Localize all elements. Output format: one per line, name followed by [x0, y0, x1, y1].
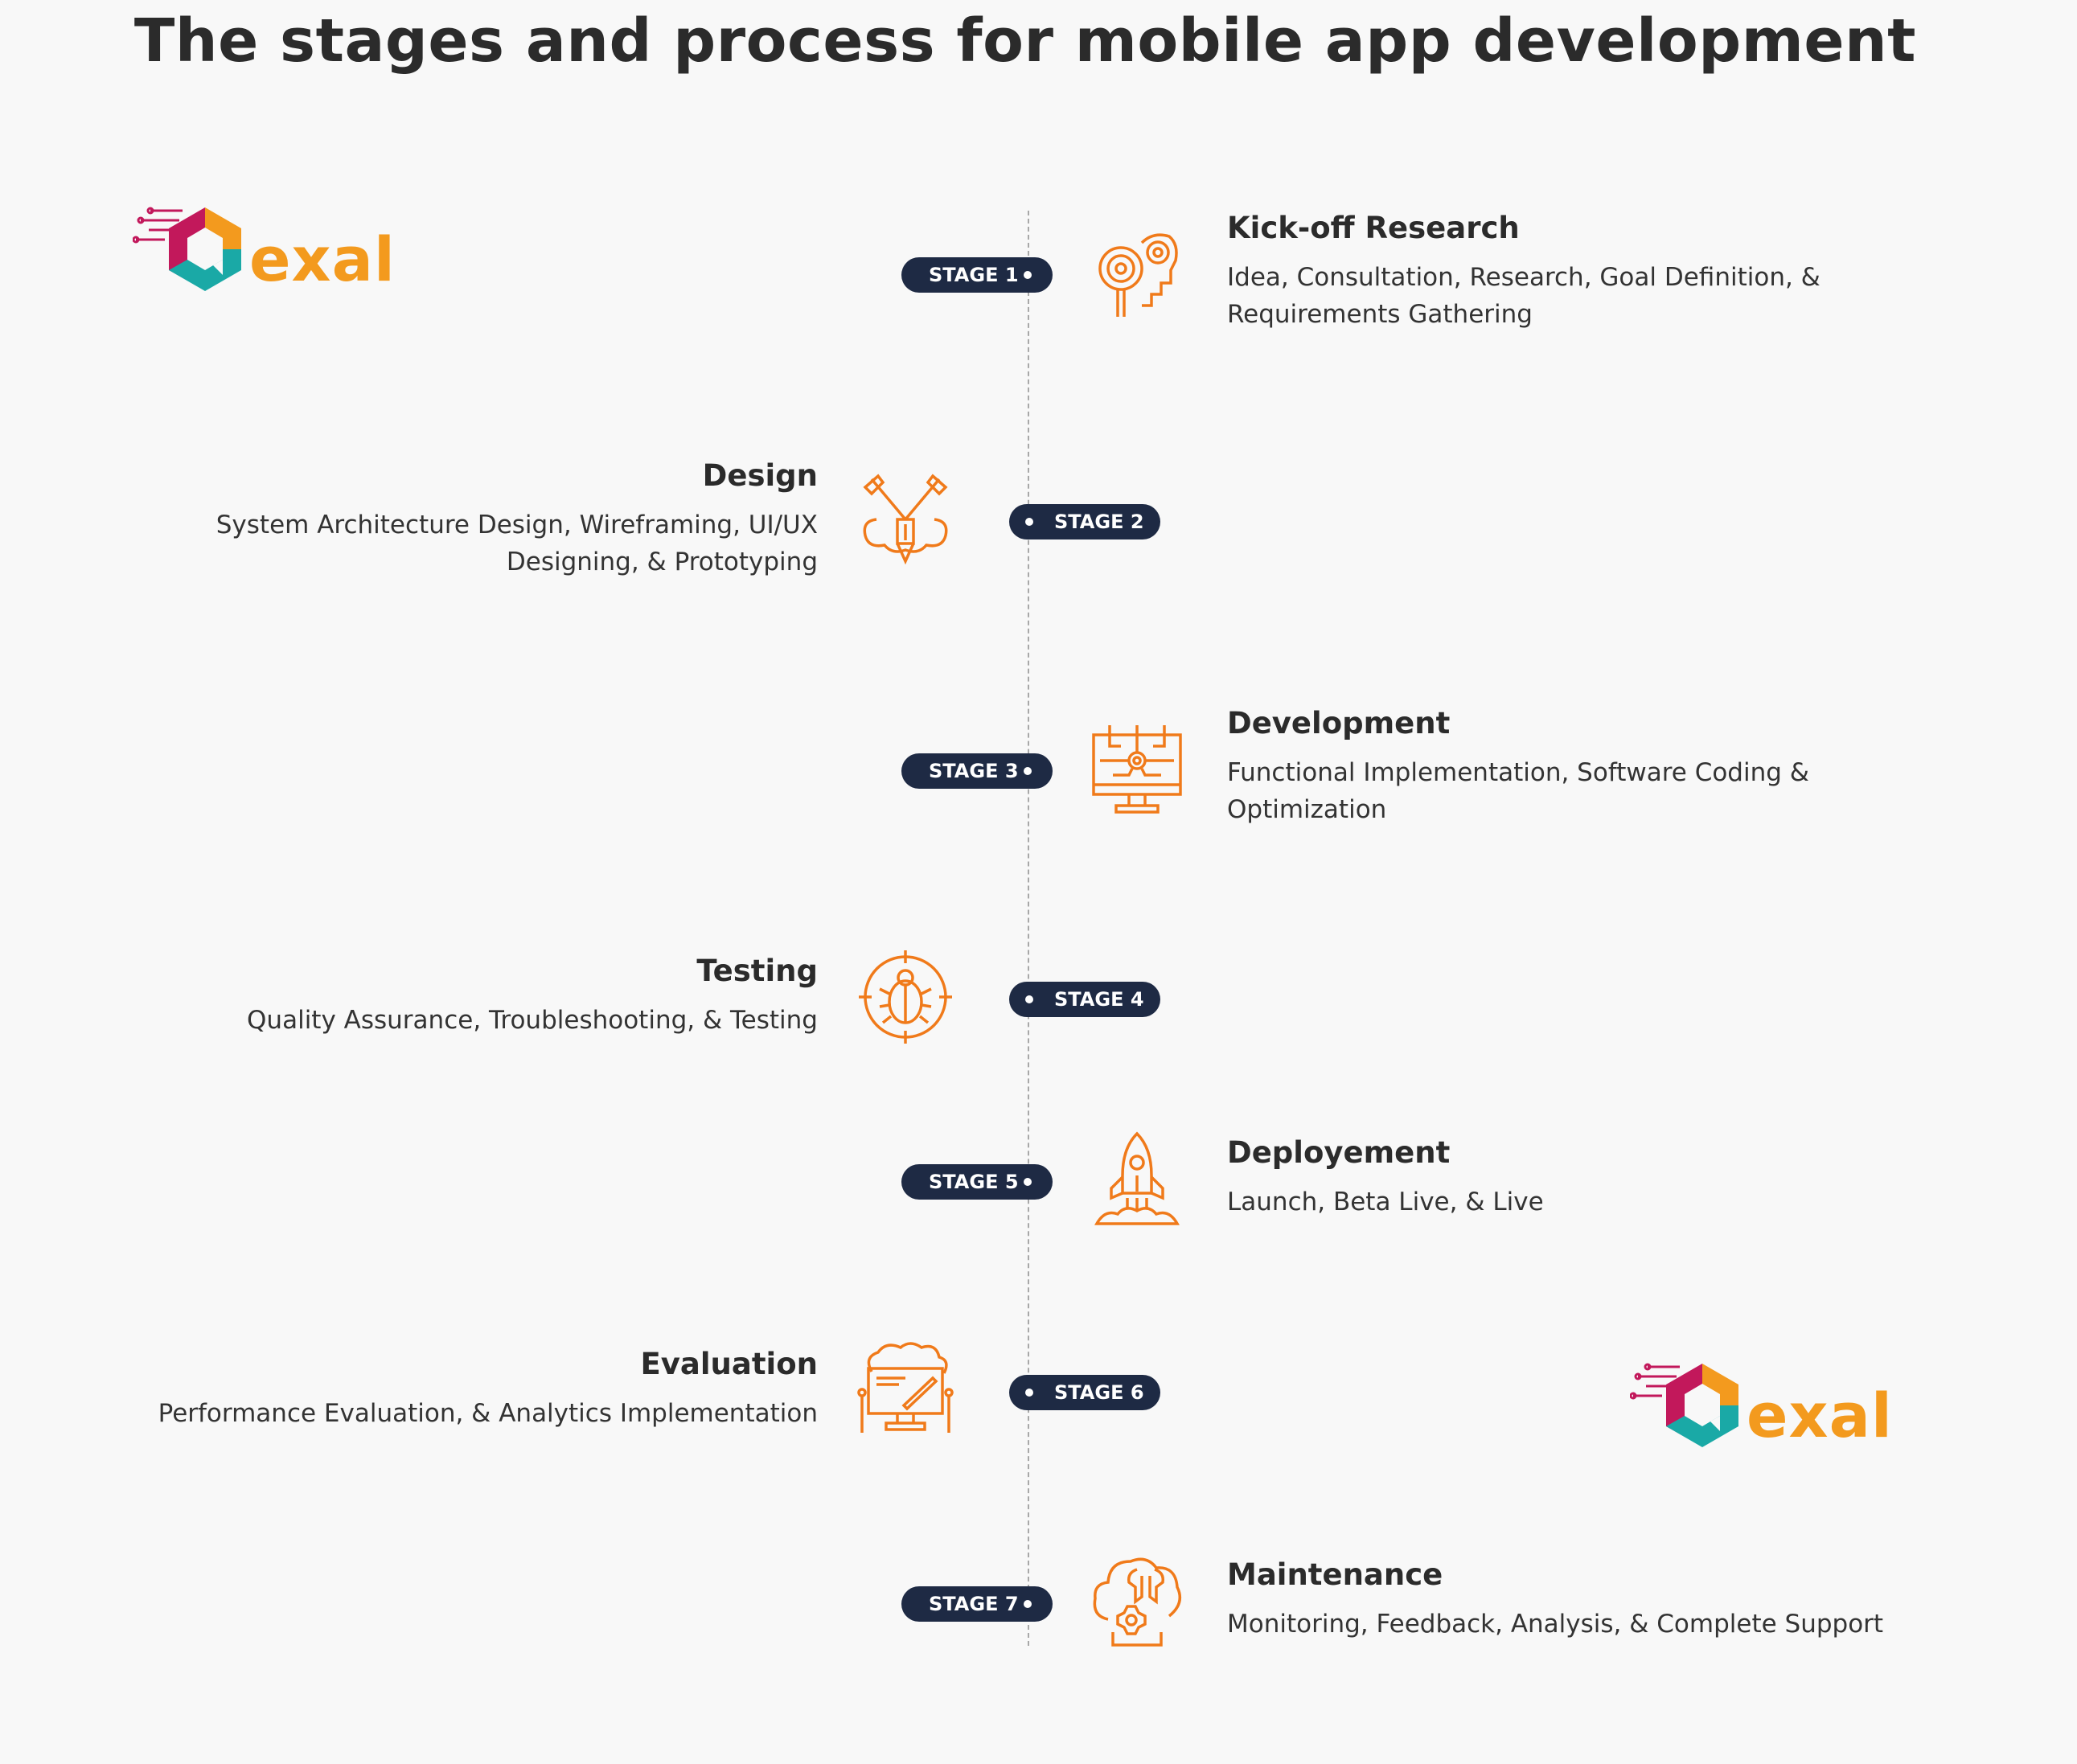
stage-title: Kick-off Research — [1227, 211, 1520, 245]
timeline-dot — [1025, 518, 1033, 526]
cloud-wrench-gear-icon — [1089, 1552, 1185, 1648]
timeline-dot — [1025, 995, 1033, 1003]
stage-description-line: Idea, Consultation, Research, Goal Defin… — [1227, 263, 1820, 292]
bug-target-icon — [857, 949, 954, 1045]
stage-badge: STAGE 3 — [901, 753, 1053, 789]
stage-description-line: Quality Assurance, Troubleshooting, & Te… — [247, 1006, 818, 1035]
stage-description-line: Requirements Gathering — [1227, 300, 1533, 329]
stage-description-line: Performance Evaluation, & Analytics Impl… — [158, 1399, 818, 1428]
brand-wordmark: exal — [1747, 1380, 1893, 1451]
stage-title: Deployement — [1227, 1135, 1451, 1170]
stage-title: Design — [702, 458, 818, 493]
stage-description-line: Designing, & Prototyping — [506, 548, 818, 576]
stage-badge-label: STAGE 5 — [929, 1171, 1019, 1193]
timeline-dot — [1024, 271, 1032, 279]
rocket-launch-icon — [1089, 1130, 1185, 1227]
stage-description: System Architecture Design, Wireframing,… — [126, 507, 818, 580]
brand-logo-bottom: exal — [1630, 1357, 1892, 1470]
stage-description: Functional Implementation, Software Codi… — [1227, 754, 1935, 828]
stage-description-line: Monitoring, Feedback, Analysis, & Comple… — [1227, 1610, 1884, 1639]
stage-badge: STAGE 1 — [901, 257, 1053, 293]
stage-description-line: System Architecture Design, Wireframing,… — [215, 511, 818, 539]
stage-badge-label: STAGE 6 — [1054, 1381, 1144, 1404]
stage-badge: STAGE 5 — [901, 1164, 1053, 1200]
stage-title: Testing — [696, 954, 818, 988]
stage-description: Monitoring, Feedback, Analysis, & Comple… — [1227, 1606, 1935, 1643]
stage-badge-label: STAGE 1 — [929, 264, 1019, 286]
stage-description: Idea, Consultation, Research, Goal Defin… — [1227, 259, 1935, 333]
stage-badge-label: STAGE 7 — [929, 1593, 1019, 1615]
stage-title: Development — [1227, 706, 1451, 740]
stage-description-line: Launch, Beta Live, & Live — [1227, 1188, 1544, 1216]
cloud-analytics-icon — [857, 1339, 954, 1436]
stage-description: Performance Evaluation, & Analytics Impl… — [126, 1395, 818, 1432]
brand-wordmark: exal — [249, 224, 396, 295]
timeline-dot — [1024, 1178, 1032, 1186]
timeline-dot — [1024, 767, 1032, 775]
stage-description: Launch, Beta Live, & Live — [1227, 1184, 1935, 1220]
stage-badge-label: STAGE 4 — [1054, 988, 1144, 1011]
stage-title: Evaluation — [640, 1347, 818, 1381]
timeline-line — [1028, 211, 1029, 1646]
page-title: The stages and process for mobile app de… — [133, 6, 1917, 76]
brand-logo-top: exal — [133, 201, 395, 314]
stage-title: Maintenance — [1227, 1557, 1443, 1592]
stage-badge: STAGE 2 — [1009, 504, 1160, 539]
stage-badge-label: STAGE 2 — [1054, 511, 1144, 533]
timeline-dot — [1025, 1389, 1033, 1397]
stage-description-line: Functional Implementation, Software Codi… — [1227, 758, 1809, 787]
monitor-circuit-icon — [1089, 722, 1185, 818]
design-tools-icon — [857, 471, 954, 568]
stage-badge: STAGE 4 — [1009, 982, 1160, 1017]
stage-badge-label: STAGE 3 — [929, 760, 1019, 782]
stage-badge: STAGE 7 — [901, 1586, 1053, 1622]
timeline-dot — [1024, 1600, 1032, 1608]
stage-description: Quality Assurance, Troubleshooting, & Te… — [126, 1002, 818, 1039]
stage-description-line: Optimization — [1227, 795, 1387, 824]
stage-badge: STAGE 6 — [1009, 1375, 1160, 1410]
research-gear-head-icon — [1089, 228, 1185, 325]
